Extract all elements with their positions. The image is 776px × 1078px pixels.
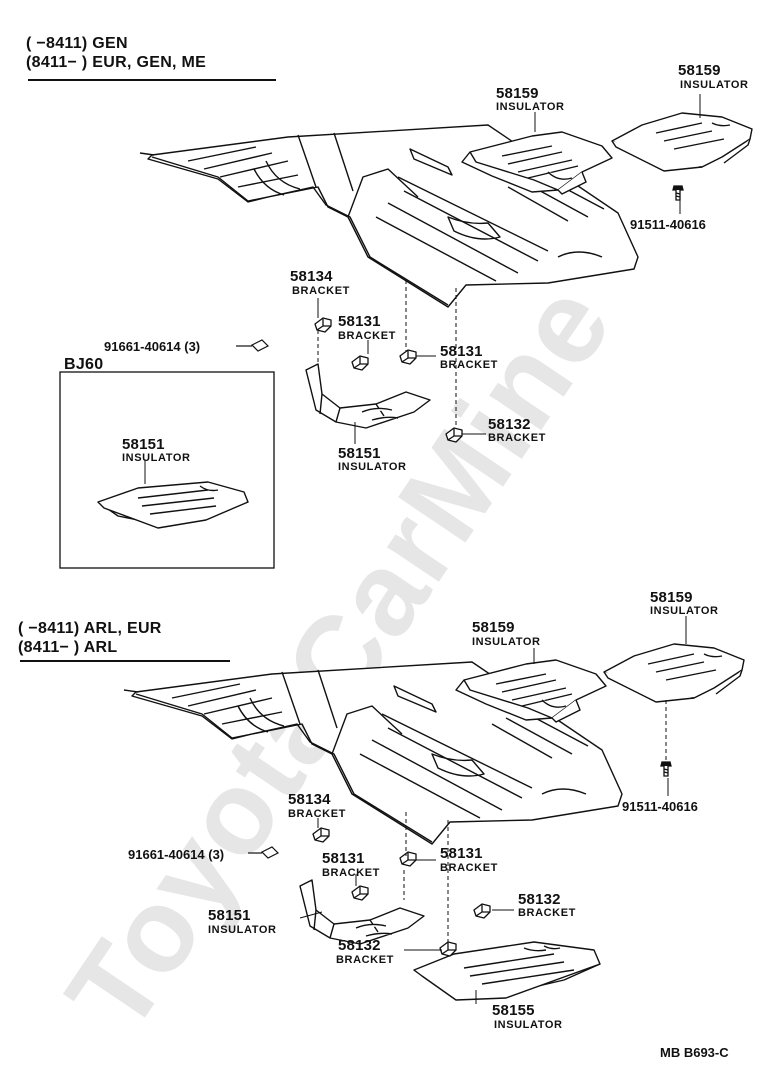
part-number: 58159 [650, 589, 693, 606]
inset-title: BJ60 [64, 356, 104, 373]
part-name: INSULATOR [496, 101, 565, 113]
part-number: 91511-40616 [622, 799, 698, 814]
part-name: BRACKET [440, 359, 498, 371]
footer-code: MB B693-C [660, 1045, 729, 1060]
part-number: 58151 [338, 445, 381, 462]
part-number: 58151 [208, 907, 251, 924]
part-number: 91661-40614 (3) [104, 339, 201, 354]
part-number: 58131 [440, 845, 483, 862]
lower-header-line1: ( −8411) ARL, EUR [18, 620, 162, 637]
lower-header-line2: (8411− ) ARL [18, 639, 118, 656]
part-number: 91511-40616 [630, 217, 706, 232]
part-number: 58131 [338, 313, 381, 330]
part-name: INSULATOR [208, 924, 277, 936]
part-name: INSULATOR [472, 636, 541, 648]
part-number: 58131 [322, 850, 365, 867]
part-name: BRACKET [440, 862, 498, 874]
part-name: INSULATOR [338, 461, 407, 473]
part-name: BRACKET [518, 907, 576, 919]
part-name: INSULATOR [650, 605, 719, 617]
part-number: 58132 [518, 891, 561, 908]
part-name: BRACKET [292, 285, 350, 297]
part-name: INSULATOR [680, 79, 749, 91]
part-number: 91661-40614 (3) [128, 847, 225, 862]
part-name: INSULATOR [494, 1019, 563, 1031]
part-name: BRACKET [322, 867, 380, 879]
upper-header-line1: ( −8411) GEN [26, 35, 128, 52]
part-number: 58159 [678, 62, 721, 79]
part-number: 58155 [492, 1002, 535, 1019]
part-name: BRACKET [288, 808, 346, 820]
part-number: 58131 [440, 343, 483, 360]
part-number: 58159 [496, 85, 539, 102]
part-number: 58132 [488, 416, 531, 433]
inset-part-name: INSULATOR [122, 452, 191, 464]
part-number: 58132 [338, 937, 381, 954]
upper-header-line2: (8411− ) EUR, GEN, ME [26, 54, 207, 71]
part-name: BRACKET [488, 432, 546, 444]
inset-part-number: 58151 [122, 436, 165, 453]
part-name: BRACKET [338, 330, 396, 342]
part-name: BRACKET [336, 954, 394, 966]
part-number: 58134 [288, 791, 331, 808]
part-number: 58159 [472, 619, 515, 636]
part-number: 58134 [290, 268, 333, 285]
